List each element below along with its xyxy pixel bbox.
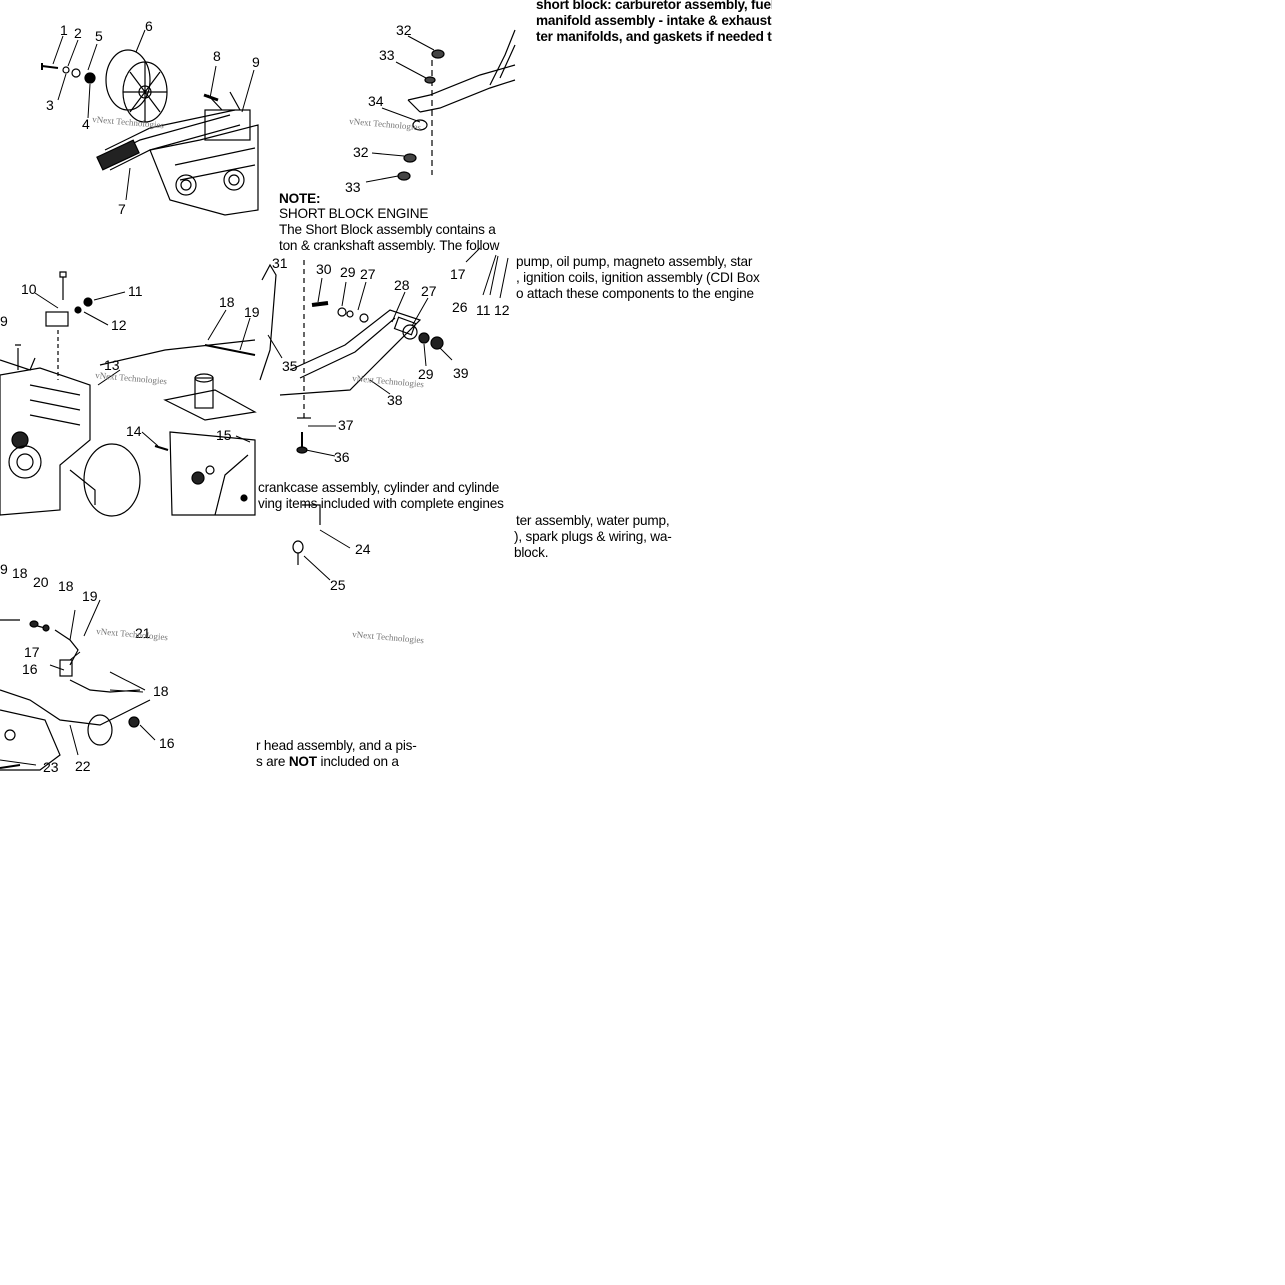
note-line-4: ving items included with complete engine… (258, 496, 504, 511)
right-line-9: block. (514, 545, 549, 560)
callout-16b: 16 (159, 735, 175, 751)
callout-14: 14 (126, 423, 142, 439)
callout-24: 24 (355, 541, 371, 557)
callout-5: 5 (95, 28, 103, 44)
callout-18f: 18 (58, 578, 74, 594)
right-line-8: ), spark plugs & wiring, wa- (514, 529, 672, 544)
panel-e-drawing (0, 619, 151, 771)
callout-11d: 11 (476, 302, 491, 318)
callout-2: 2 (74, 25, 82, 41)
right-line-5: , ignition coils, ignition assembly (CDI… (516, 270, 760, 285)
callout-17: 17 (450, 266, 466, 282)
leader-lines (0, 29, 509, 766)
callout-19: 19 (244, 304, 260, 320)
panel-a-drawing (41, 49, 259, 216)
callout-16: 16 (22, 661, 38, 677)
callout-39: 39 (453, 365, 469, 381)
panel-c-drawing (0, 271, 257, 517)
callout-34: 34 (368, 93, 384, 109)
callout-4: 4 (82, 116, 90, 132)
note-line-6: s are NOT included on a (256, 754, 399, 770)
watermark: vNext Technologies (95, 370, 168, 386)
right-line-3: ter manifolds, and gaskets if needed t (536, 29, 772, 44)
callout-33b: 33 (345, 179, 361, 195)
callout-9e: 9 (0, 561, 8, 577)
callout-38: 38 (387, 392, 403, 408)
callout-36: 36 (334, 449, 350, 465)
note-line-3: crankcase assembly, cylinder and cylinde (258, 480, 500, 495)
callout-37: 37 (338, 417, 354, 433)
note-heading: NOTE: (279, 191, 321, 206)
right-line-7: ter assembly, water pump, (516, 513, 670, 528)
callout-9: 9 (252, 54, 260, 70)
callout-20: 20 (33, 574, 49, 590)
watermark: vNext Technologies (96, 626, 169, 642)
panel-b-drawing (397, 29, 516, 181)
note-line-5: r head assembly, and a pis- (256, 738, 417, 753)
callout-35: 35 (282, 358, 298, 374)
note-line-2: ton & crankshaft assembly. The follow (279, 238, 500, 253)
callout-21: 21 (135, 625, 151, 641)
note-subheading: SHORT BLOCK ENGINE (279, 206, 429, 221)
callout-18: 18 (219, 294, 235, 310)
callout-7: 7 (118, 201, 126, 217)
note-line-6c: included on a (316, 754, 399, 769)
note-line-1: The Short Block assembly contains a (279, 222, 496, 237)
callout-8: 8 (213, 48, 221, 64)
callout-12d: 12 (494, 302, 510, 318)
callout-3: 3 (46, 97, 54, 113)
watermark: vNext Technologies (352, 373, 425, 389)
watermark: vNext Technologies (352, 629, 425, 645)
right-line-6: o attach these components to the engine (516, 286, 754, 301)
callout-23: 23 (43, 759, 59, 775)
callout-18e: 18 (12, 565, 28, 581)
callout-11: 11 (128, 283, 143, 299)
note-not-emphasis: NOT (288, 754, 317, 769)
callout-22: 22 (75, 758, 91, 774)
callout-18g: 18 (153, 683, 169, 699)
callout-26: 26 (452, 299, 468, 315)
callout-31: 31 (272, 255, 288, 271)
callout-17e: 17 (24, 644, 40, 660)
panel-d-drawing (259, 260, 444, 565)
callout-6: 6 (145, 18, 153, 34)
callout-10: 10 (21, 281, 37, 297)
callout-19e: 19 (82, 588, 98, 604)
callout-27b: 27 (421, 283, 437, 299)
callout-32b: 32 (353, 144, 369, 160)
callout-27: 27 (360, 266, 376, 282)
callout-1: 1 (60, 22, 68, 38)
callout-13: 13 (104, 357, 120, 373)
callout-28: 28 (394, 277, 410, 293)
callout-15: 15 (216, 427, 232, 443)
watermark: vNext Technologies (92, 114, 165, 130)
callout-33: 33 (379, 47, 395, 63)
note-line-6a: s are (256, 754, 289, 769)
callout-30: 30 (316, 261, 332, 277)
callout-9c: 9 (0, 313, 8, 329)
callout-29b: 29 (418, 366, 434, 382)
callout-25: 25 (330, 577, 346, 593)
callout-12: 12 (111, 317, 127, 333)
right-line-1: short block: carburetor assembly, fuel (536, 0, 772, 12)
callout-29: 29 (340, 264, 356, 280)
right-line-2: manifold assembly - intake & exhaust, (536, 13, 772, 28)
right-line-4: pump, oil pump, magneto assembly, star (516, 254, 753, 269)
callout-32: 32 (396, 22, 412, 38)
